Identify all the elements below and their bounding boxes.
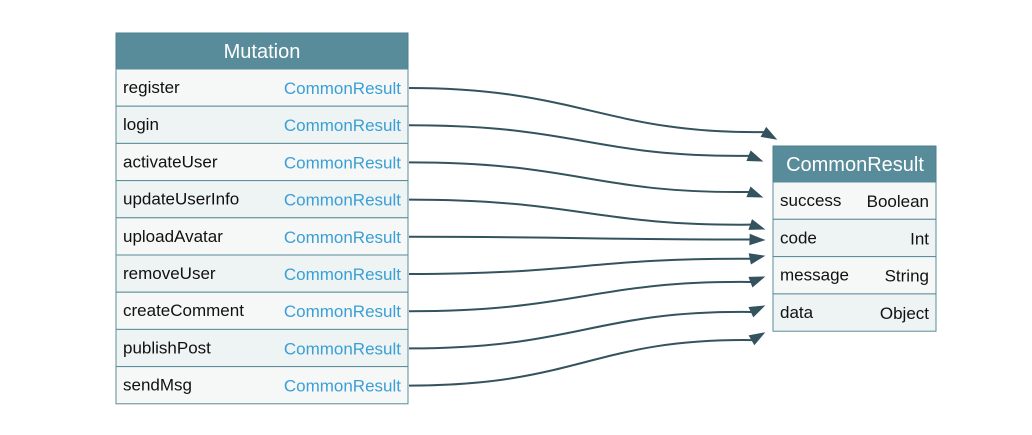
- field-type: Boolean: [867, 192, 929, 211]
- mutation-field-row-send-msg[interactable]: sendMsg CommonResult: [115, 366, 409, 405]
- mutation-header: [115, 32, 409, 70]
- mutation-field-row-publish-post[interactable]: publishPost CommonResult: [115, 328, 409, 368]
- common-result-field-row-data: data Object: [772, 293, 937, 332]
- mutation-field-row-login[interactable]: login CommonResult: [115, 105, 409, 144]
- row-background: [772, 293, 937, 332]
- field-type-link[interactable]: CommonResult: [284, 302, 401, 321]
- common-result-type-node[interactable]: CommonResult success Boolean code Int messag…: [772, 145, 937, 332]
- row-background: [115, 328, 409, 368]
- field-type: String: [885, 267, 929, 286]
- field-type: Object: [880, 304, 929, 323]
- field-type-link[interactable]: CommonResult: [284, 79, 401, 98]
- row-background: [115, 291, 409, 330]
- edge-publish-post: [408, 310, 752, 350]
- arrowhead: [746, 150, 764, 162]
- mutation-field-row-activate-user[interactable]: activateUser CommonResult: [115, 142, 409, 182]
- mutation-title: Mutation: [224, 41, 301, 63]
- edge-upload-avatar: [408, 235, 751, 241]
- field-name: publishPost: [123, 338, 211, 357]
- edge-update-user-info: [408, 198, 751, 226]
- mutation-field-row-register[interactable]: register CommonResult: [115, 68, 409, 107]
- arrowhead: [749, 233, 766, 246]
- common-result-field-row-success: success Boolean: [772, 181, 937, 220]
- field-name: updateUserInfo: [123, 190, 239, 209]
- field-type-link[interactable]: CommonResult: [284, 265, 401, 284]
- field-name: login: [123, 115, 159, 134]
- edge-login: [408, 124, 750, 157]
- edge-create-comment: [408, 280, 751, 313]
- edge-register: [408, 87, 764, 134]
- arrowhead: [748, 305, 766, 318]
- arrowhead: [748, 332, 766, 346]
- field-name: success: [780, 191, 841, 210]
- row-background: [115, 68, 409, 107]
- common-result-title: CommonResult: [786, 154, 924, 176]
- field-name: removeUser: [123, 264, 216, 283]
- field-type-link[interactable]: CommonResult: [284, 228, 401, 247]
- arrowhead: [748, 276, 766, 288]
- field-name: register: [123, 78, 180, 97]
- field-type-link[interactable]: CommonResult: [284, 191, 401, 210]
- field-name: data: [780, 303, 814, 322]
- field-name: activateUser: [123, 152, 218, 171]
- mutation-field-row-create-comment[interactable]: createComment CommonResult: [115, 291, 409, 330]
- common-result-field-row-code: code Int: [772, 218, 937, 258]
- mutation-field-row-upload-avatar[interactable]: uploadAvatar CommonResult: [115, 217, 409, 256]
- arrowhead: [748, 219, 766, 230]
- arrowhead: [748, 253, 766, 265]
- row-background: [115, 366, 409, 405]
- field-type-link[interactable]: CommonResult: [284, 377, 401, 396]
- row-background: [772, 218, 937, 258]
- mutation-field-row-update-user-info[interactable]: updateUserInfo CommonResult: [115, 180, 409, 219]
- mutation-field-row-remove-user[interactable]: removeUser CommonResult: [115, 254, 409, 293]
- row-background: [115, 105, 409, 144]
- row-background: [772, 181, 937, 220]
- field-type-link[interactable]: CommonResult: [284, 116, 401, 135]
- field-name: uploadAvatar: [123, 227, 223, 246]
- edge-remove-user: [408, 257, 751, 275]
- row-background: [772, 256, 937, 295]
- row-background: [115, 254, 409, 293]
- field-type-link[interactable]: CommonResult: [284, 339, 401, 358]
- field-name: createComment: [123, 301, 244, 320]
- arrowhead: [746, 186, 764, 198]
- field-type-link[interactable]: CommonResult: [284, 153, 401, 172]
- arrowhead: [760, 126, 778, 140]
- common-result-field-row-message: message String: [772, 256, 937, 295]
- field-name: sendMsg: [123, 376, 192, 395]
- edge-send-msg: [408, 339, 752, 387]
- field-type: Int: [910, 229, 929, 248]
- field-edges: [408, 87, 778, 387]
- field-name: code: [780, 228, 817, 247]
- edge-activate-user: [408, 161, 749, 193]
- field-name: message: [780, 266, 849, 285]
